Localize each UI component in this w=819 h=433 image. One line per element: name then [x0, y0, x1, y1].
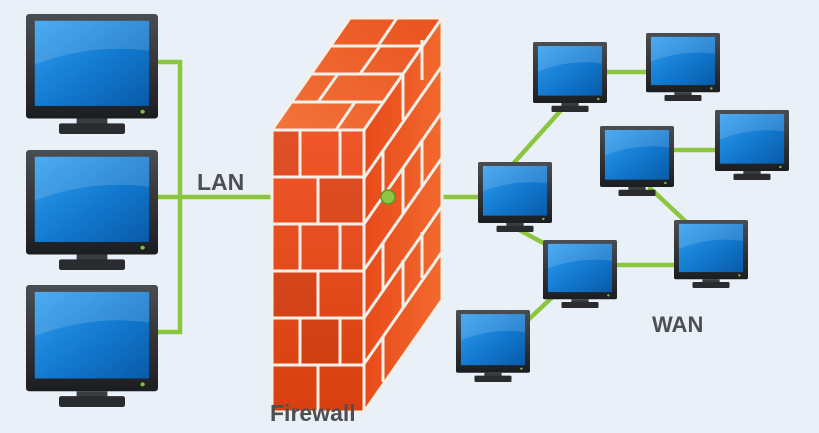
wan-monitor-top-2 — [646, 33, 720, 101]
wan-monitor-mid-2 — [715, 110, 789, 180]
lan-monitor-2 — [26, 150, 158, 270]
wan-monitor-hub — [478, 162, 552, 232]
wan-monitor-mid-1 — [600, 126, 674, 196]
wan-label: WAN — [652, 312, 704, 337]
wan-monitor-right — [674, 220, 748, 288]
lan-label: LAN — [197, 169, 245, 195]
lan-monitor-1 — [26, 14, 158, 134]
wan-monitor-bottom — [456, 310, 530, 382]
wan-monitor-top-1 — [533, 42, 607, 112]
firewall-label: Firewall — [270, 400, 356, 426]
wan-monitor-center — [543, 240, 617, 308]
firewall-port — [380, 189, 396, 205]
lan-links — [153, 59, 275, 335]
lan-monitor-3 — [26, 285, 158, 407]
firewall-wall — [269, 13, 445, 417]
